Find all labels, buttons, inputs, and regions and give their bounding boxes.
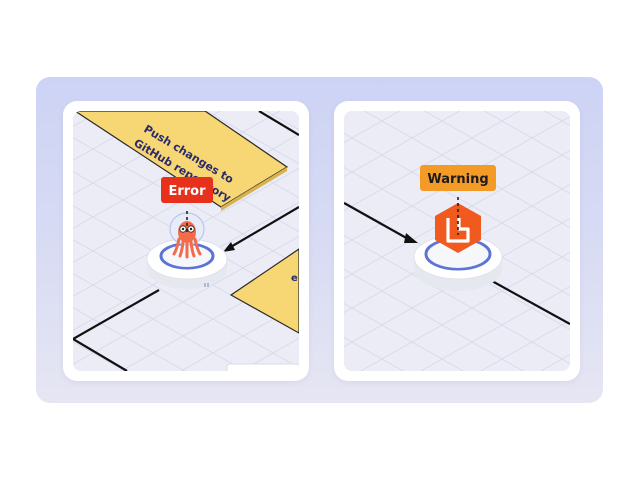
warning-status-card: Warning bbox=[334, 101, 580, 381]
arrow-head-icon bbox=[223, 242, 235, 252]
isometric-canvas: Warning bbox=[344, 111, 570, 371]
connector-lines bbox=[344, 202, 570, 325]
arrow-head-icon bbox=[404, 233, 418, 243]
isometric-canvas: Push changes to GitHub repository e bbox=[73, 111, 299, 371]
error-status-card: Push changes to GitHub repository e bbox=[63, 101, 309, 381]
error-badge bbox=[161, 177, 213, 203]
step-card-next-glyph: e bbox=[291, 273, 298, 284]
bottom-stub bbox=[226, 363, 299, 371]
connector-lines bbox=[73, 111, 299, 371]
error-diagram: Push changes to GitHub repository e bbox=[73, 111, 299, 371]
warning-diagram: Warning bbox=[344, 111, 570, 371]
warning-badge bbox=[420, 165, 496, 191]
node-platform bbox=[146, 238, 228, 289]
node-platform bbox=[413, 234, 503, 291]
step-card-next: e bbox=[229, 248, 299, 334]
error-badge-label: Error bbox=[168, 184, 206, 199]
step-card-push bbox=[73, 111, 289, 211]
warning-badge-label: Warning bbox=[427, 172, 488, 187]
